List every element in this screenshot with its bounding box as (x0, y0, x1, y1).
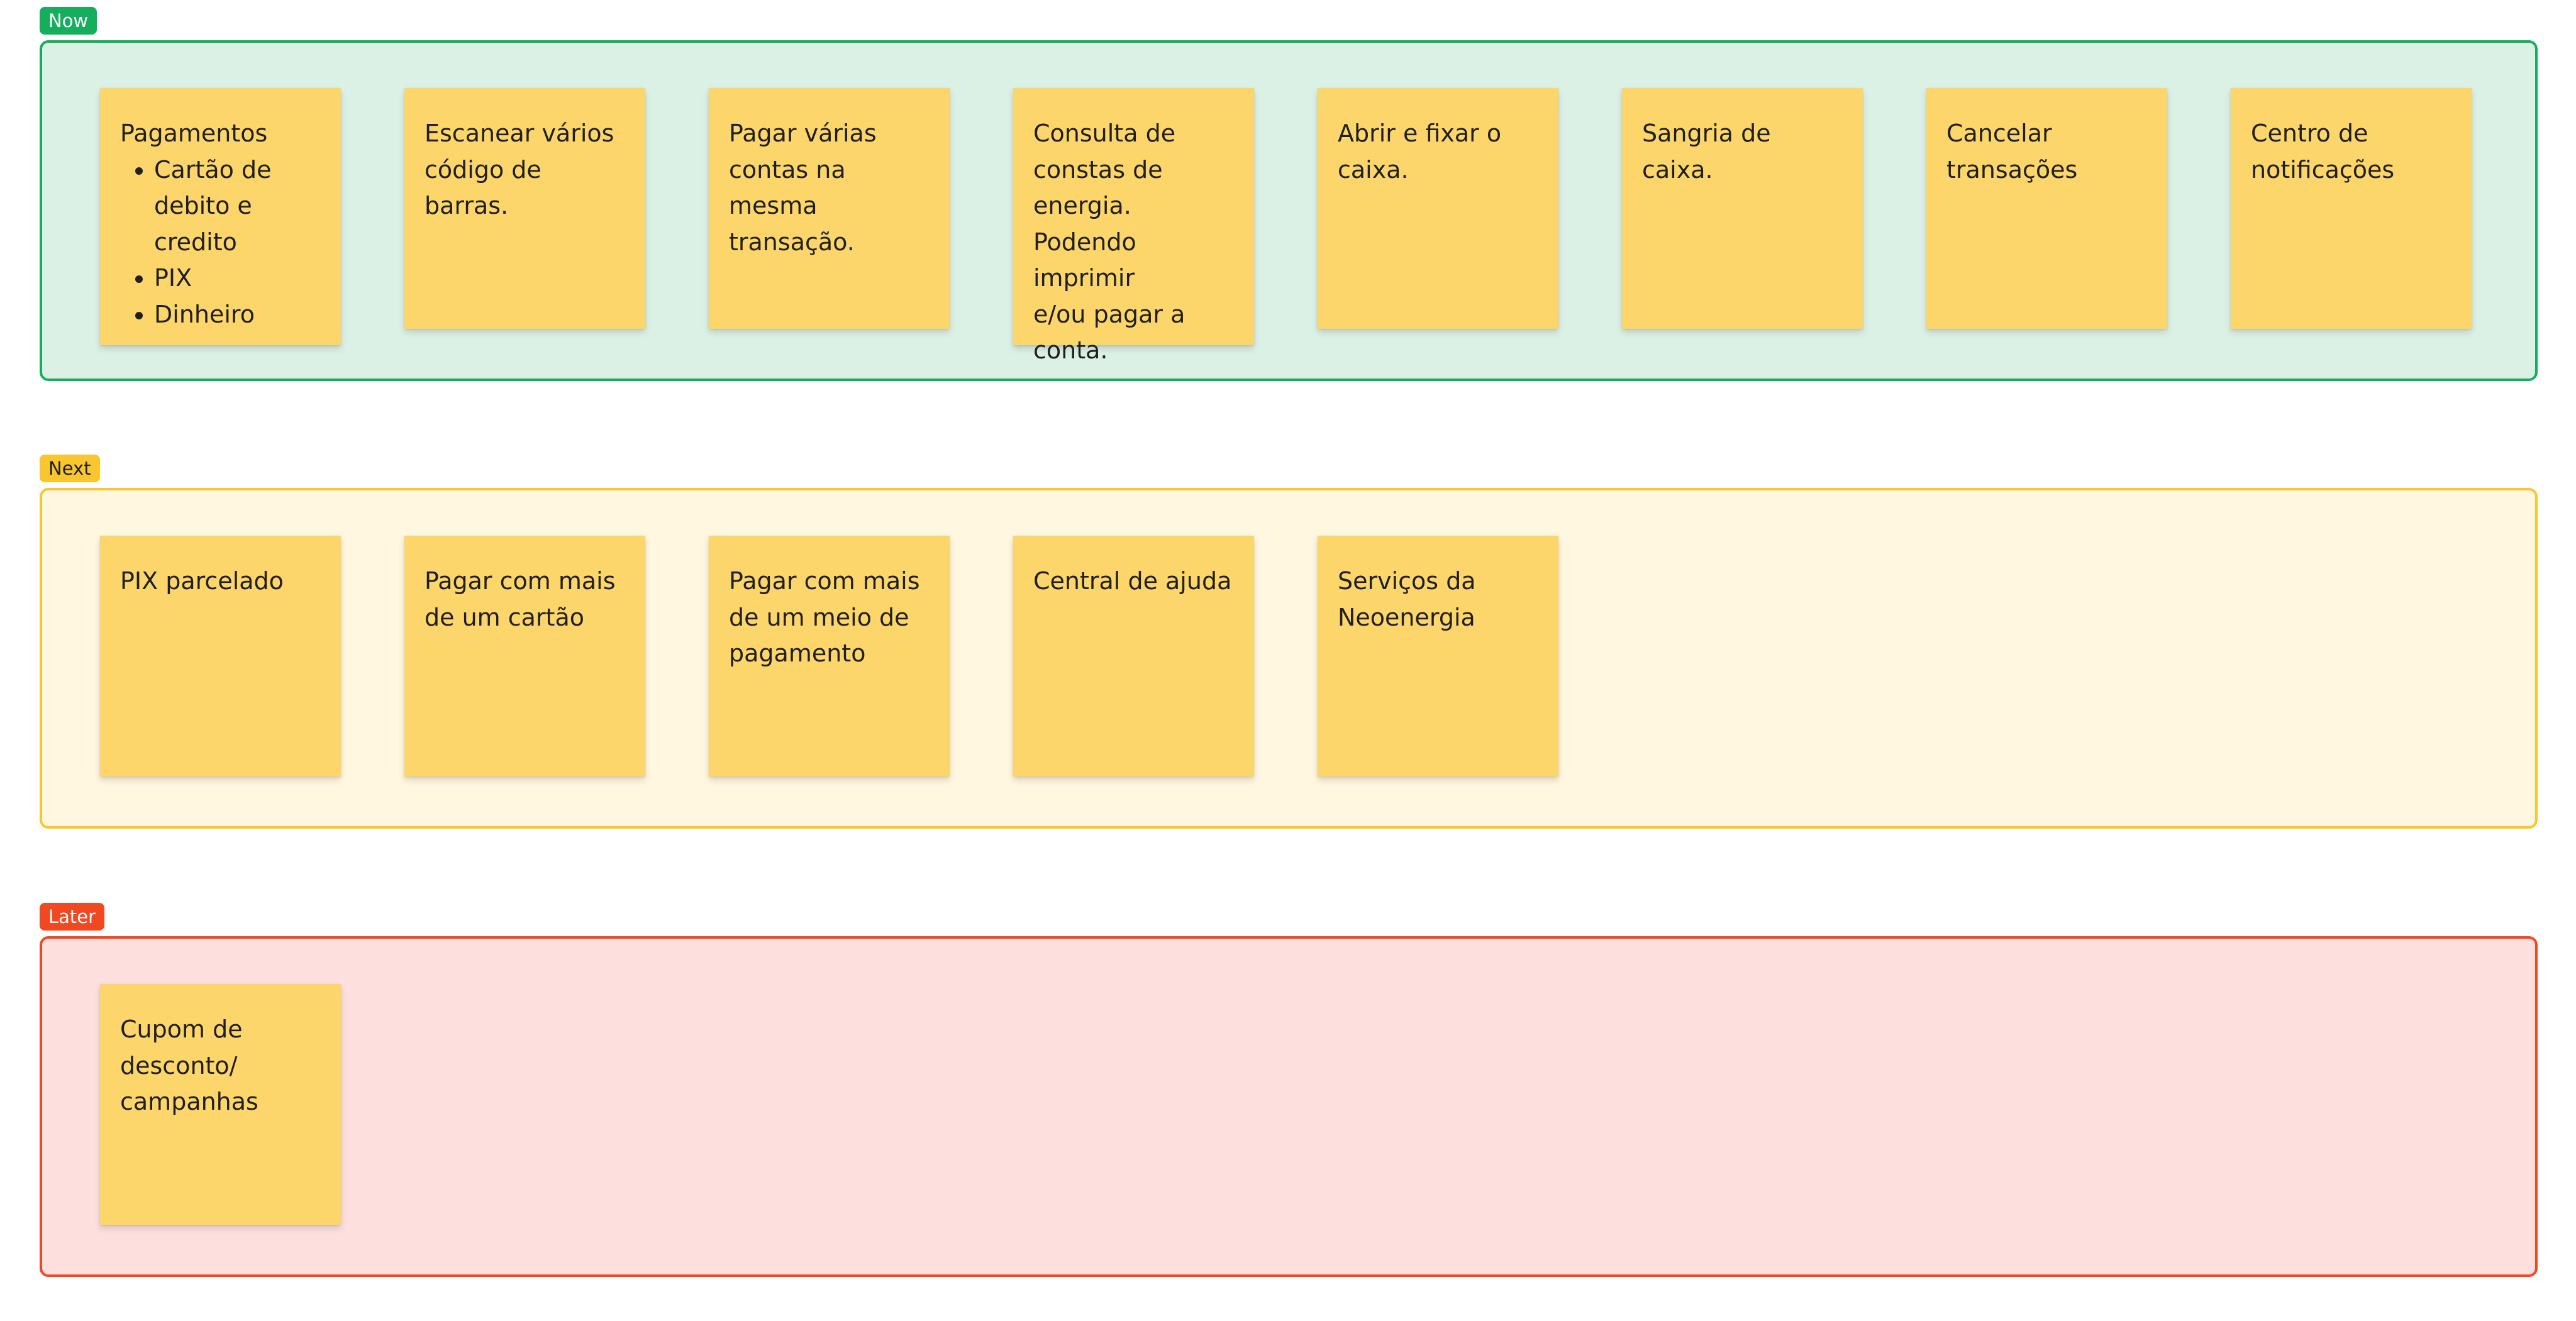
sticky-note-text: desconto/ (120, 1051, 238, 1080)
section-frame-later: Cupom de desconto/campanhas (40, 936, 2538, 1277)
sticky-note-text: constas de (1033, 155, 1163, 184)
sticky-note-text: pagamento (729, 639, 866, 667)
sticky-note-text: Abrir e fixar o (1338, 119, 1502, 147)
sticky-note-text: notificações (2251, 155, 2395, 184)
sticky-note-text: Pagar várias (729, 119, 877, 147)
sticky-note-text: transação. (729, 228, 855, 256)
sticky-note-text: Pagar com mais (425, 567, 616, 595)
sticky-note-text: PIX parcelado (120, 567, 284, 595)
sticky-note[interactable]: Escanear vários código de barras. (404, 88, 645, 329)
sticky-note-text: Consulta de (1033, 119, 1176, 147)
sticky-note-bullet: Dinheiro (154, 297, 321, 333)
sticky-note-text: Sangria de caixa. (1642, 119, 1771, 184)
sticky-note[interactable]: Abrir e fixar o caixa. (1318, 88, 1558, 329)
sticky-note-text: de um cartão (425, 603, 584, 631)
sticky-note-text: código de barras. (425, 155, 541, 220)
sticky-note-text: caixa. (1338, 155, 1409, 184)
section-frame-now: PagamentosCartão de debito e creditoPIXD… (40, 40, 2538, 381)
sticky-note-text: Pagamentos (120, 119, 268, 147)
sticky-note-text: e/ou pagar a (1033, 300, 1185, 328)
sticky-note[interactable]: Centro de notificações (2231, 88, 2472, 329)
sticky-note-text: de um meio de (729, 603, 909, 631)
sticky-note-text: Central de ajuda (1033, 567, 1232, 595)
sticky-note-text: Escanear vários (425, 119, 614, 147)
sticky-note[interactable]: Serviços da Neoenergia (1318, 536, 1558, 777)
sticky-note[interactable]: Sangria de caixa. (1622, 88, 1863, 329)
sticky-note[interactable]: Pagar com mais de um cartão (404, 536, 645, 777)
sticky-note[interactable]: Consulta de constas de energia. Podendo imp… (1013, 88, 1254, 364)
sticky-note[interactable]: Cancelar transações (1926, 88, 2167, 329)
sticky-note-text: Neoenergia (1338, 603, 1475, 631)
sticky-note-bullet: Cartão de debito e credito (154, 152, 321, 261)
sticky-note[interactable]: Cupom de desconto/campanhas (100, 984, 341, 1225)
sticky-note-text: Cupom de (120, 1015, 243, 1043)
sticky-note-bullet: PIX (154, 260, 321, 297)
sticky-note-text: transações (1946, 155, 2078, 184)
section-label-later: Later (40, 903, 105, 931)
sticky-note-text: Podendo imprimir (1033, 228, 1136, 292)
sticky-note[interactable]: Pagar várias contas na mesma transação. (709, 88, 950, 329)
sticky-note-text: Pagar com mais (729, 567, 920, 595)
sticky-note-text: conta. (1033, 336, 1108, 364)
sticky-note-text: Centro de (2251, 119, 2368, 147)
sticky-note[interactable]: PIX parcelado (100, 536, 341, 777)
sticky-note-text: campanhas (120, 1088, 258, 1115)
sticky-note-text: contas na mesma (729, 155, 846, 220)
section-label-next: Next (40, 455, 100, 482)
sticky-note-text: Serviços da (1338, 567, 1476, 595)
section-label-now: Now (40, 7, 97, 35)
sticky-note[interactable]: Central de ajuda (1013, 536, 1254, 777)
sticky-note-text: energia. (1033, 192, 1131, 219)
sticky-note[interactable]: Pagar com mais de um meio de pagamento (709, 536, 950, 777)
sticky-note[interactable]: PagamentosCartão de debito e creditoPIXD… (100, 88, 341, 345)
sticky-note-bullet-list: Cartão de debito e creditoPIXDinheiro (120, 152, 321, 333)
sticky-note-text: Cancelar (1946, 119, 2052, 147)
